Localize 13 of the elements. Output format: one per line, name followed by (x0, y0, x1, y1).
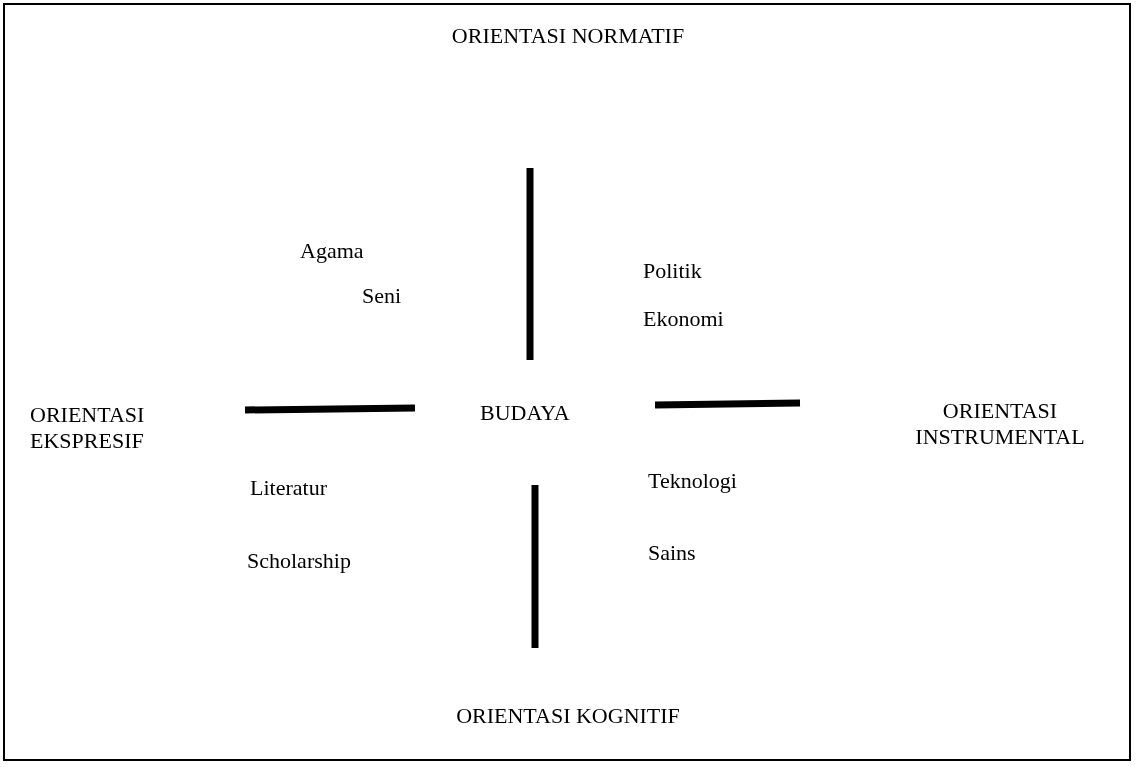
center-label: BUDAYA (480, 400, 570, 426)
quadrant-label: Agama (300, 238, 364, 264)
quadrant-label: Politik (643, 258, 702, 284)
quadrant-label: Ekonomi (643, 306, 724, 332)
quadrant-label: Sains (648, 540, 696, 566)
quadrant-label: Literatur (250, 475, 327, 501)
quadrant-label: Teknologi (648, 468, 737, 494)
axis-label: ORIENTASI INSTRUMENTAL (914, 398, 1086, 450)
quadrant-label: Seni (362, 283, 402, 309)
axis-label: ORIENTASI KOGNITIF (456, 703, 680, 729)
axis-label: ORIENTASI EKSPRESIF (30, 402, 146, 454)
quadrant-label: Scholarship (247, 548, 351, 574)
axis-label: ORIENTASI NORMATIF (451, 23, 685, 49)
